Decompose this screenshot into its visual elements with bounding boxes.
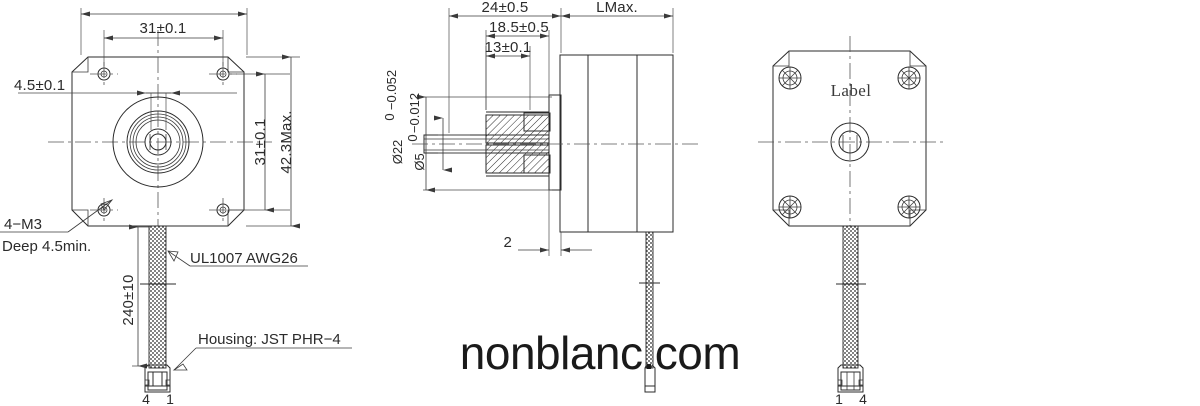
side-dim-d5-tol-upper: 0 xyxy=(405,134,420,141)
side-dim-13-text: 13±0.1 xyxy=(485,39,532,56)
side-dim-24-text: 24±0.5 xyxy=(482,0,529,16)
front-mounting-hole-bottom-right xyxy=(209,198,237,222)
side-dim-d5-tol-lower: −0.012 xyxy=(407,93,422,133)
side-dim-d22-text: Ø22 xyxy=(390,140,405,165)
front-boss-circle-2 xyxy=(127,111,189,173)
rear-pin-right-text: 4 xyxy=(859,391,867,406)
side-pinion-upper xyxy=(485,114,550,144)
front-chamfer-top-right xyxy=(227,57,244,73)
front-mounting-hole-top-right xyxy=(209,62,237,86)
front-pin-left-text: 4 xyxy=(142,391,150,406)
side-dim-2-text: 2 xyxy=(503,234,512,251)
front-note-housing-leader xyxy=(173,347,197,371)
side-jst-connector xyxy=(645,366,655,392)
front-dim-423max-text: 42.3Max. xyxy=(278,110,295,173)
rear-view-group: Label 1 4 xyxy=(758,36,944,406)
rear-screw-bottom-right xyxy=(898,196,920,218)
rear-screw-bottom-left xyxy=(779,196,801,218)
front-note-4m3-text: 4−M3 xyxy=(4,216,42,233)
front-boss-circle-3 xyxy=(129,113,187,171)
front-note-ul-arrow xyxy=(167,250,179,262)
front-cable-lower xyxy=(148,283,167,369)
front-pin-right-text: 1 xyxy=(166,391,174,406)
front-chamfer-bot-left xyxy=(72,209,89,226)
rear-chamfer-bot-left xyxy=(773,209,790,226)
rear-chamfer-top-right xyxy=(909,51,926,67)
side-dim-d22-tol-lower: −0.052 xyxy=(384,70,399,110)
side-dim-185-text: 18.5±0.5 xyxy=(489,19,549,36)
front-note-m3-leader-arrow xyxy=(100,199,114,211)
side-dim-d5-text: Ø5 xyxy=(412,153,427,170)
rear-pin-left-text: 1 xyxy=(835,391,843,406)
front-note-deep-text: Deep 4.5min. xyxy=(2,238,91,255)
front-note-m3-leader xyxy=(67,199,113,233)
front-chamfer-top-left xyxy=(72,57,89,73)
front-note-housing-arrow xyxy=(172,363,188,371)
front-jst-connector xyxy=(145,365,170,392)
front-boss-circle-4 xyxy=(132,116,184,168)
front-shaft-outer-circle xyxy=(145,129,171,155)
rear-chamfer-bot-right xyxy=(909,209,926,226)
side-dim-d22-tol-upper: 0 xyxy=(382,113,397,120)
side-cable-upper xyxy=(645,231,654,284)
rear-cable-lower xyxy=(842,283,859,369)
rear-jst-connector xyxy=(838,365,863,392)
front-dim-45-text: 4.5±0.1 xyxy=(14,77,65,94)
front-boss-circle-5 xyxy=(135,119,181,165)
front-view-group: 31±0.1 4.5±0.1 31±0.1 42.3Max. 4−M3 Deep… xyxy=(0,8,352,406)
rear-screw-top-right xyxy=(898,67,920,89)
side-view-group: 24±0.5 LMax. 18.5±0.5 13±0.1 Ø22 0 −0.05… xyxy=(382,0,700,392)
rear-screw-top-left xyxy=(779,67,801,89)
front-note-housing-text: Housing: JST PHR−4 xyxy=(198,331,341,348)
front-boss-outer-circle xyxy=(113,97,203,187)
side-cable-lower xyxy=(645,282,654,369)
side-motor-body xyxy=(560,55,673,232)
front-dim-240-text: 240±10 xyxy=(120,274,137,325)
rear-cable-upper xyxy=(842,225,859,285)
rear-chamfer-top-left xyxy=(773,51,790,67)
rear-body-outline xyxy=(773,51,926,226)
rear-label-text: Label xyxy=(831,81,872,100)
front-dim-31-horizontal-text: 31±0.1 xyxy=(140,20,187,37)
rear-hub-inner-circle xyxy=(839,131,861,153)
front-dim-31-vertical-text: 31±0.1 xyxy=(252,119,269,166)
side-dim-lmax-text: LMax. xyxy=(596,0,638,16)
side-pinion-lower xyxy=(485,144,550,174)
front-note-ul1007-text: UL1007 AWG26 xyxy=(190,250,298,267)
front-cable-upper xyxy=(148,225,167,285)
rear-hub-outer-circle xyxy=(831,123,869,161)
side-flange-plate xyxy=(549,95,561,190)
front-note-ul-leader xyxy=(167,250,191,267)
